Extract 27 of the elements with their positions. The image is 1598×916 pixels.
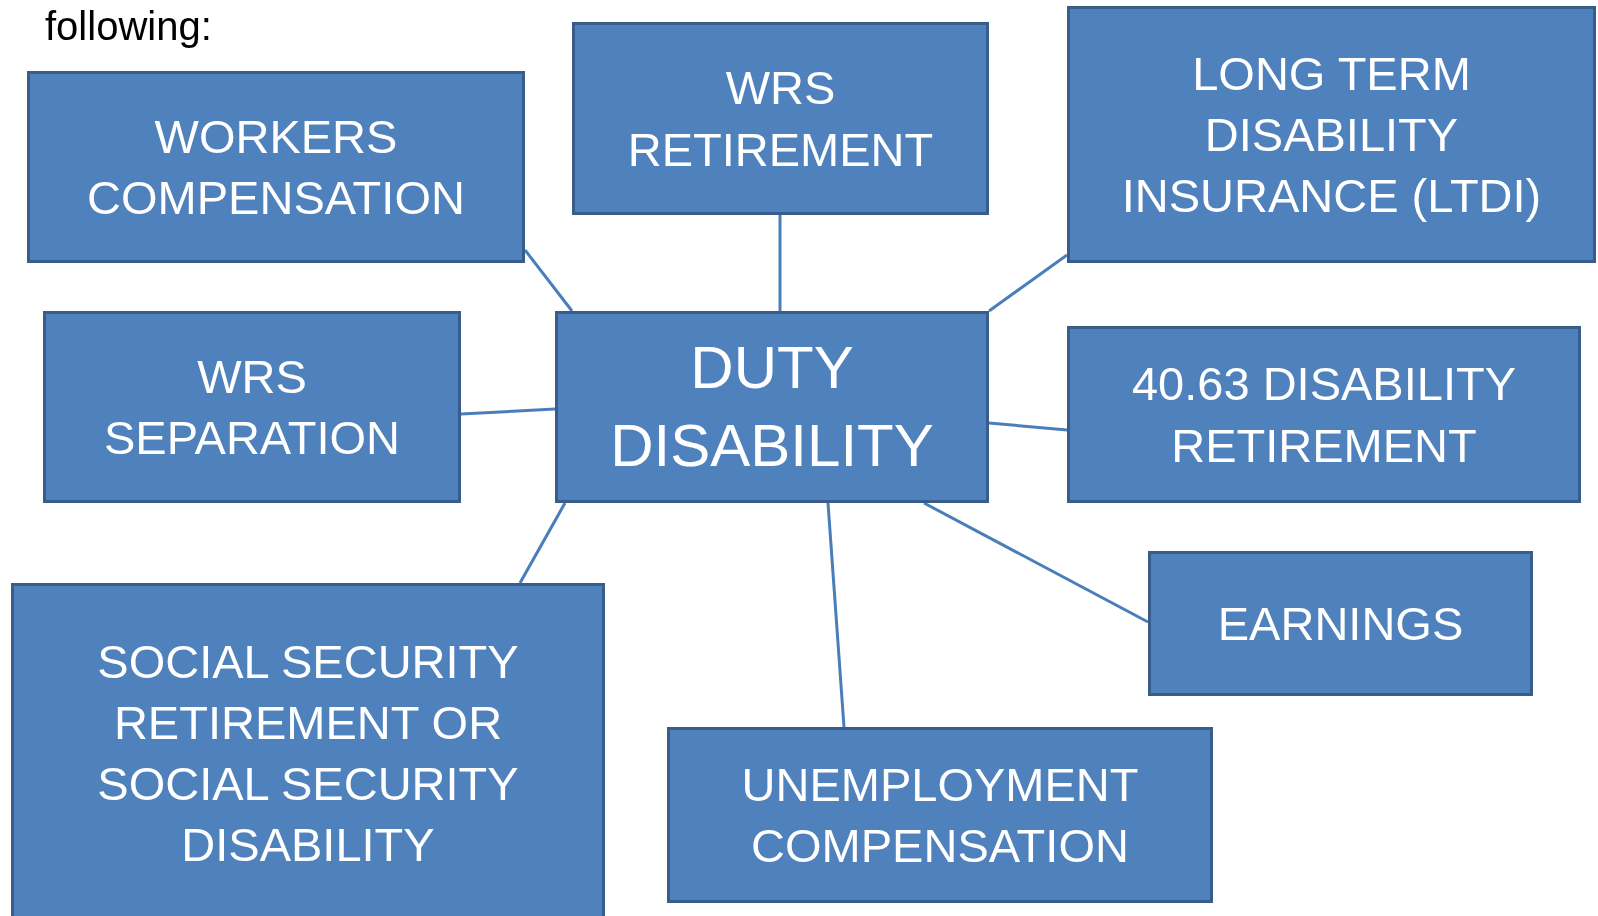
- box-label: WORKERS COMPENSATION: [86, 108, 466, 226]
- connector-line: [460, 407, 556, 416]
- connector-line: [523, 249, 574, 312]
- box-label: WRS RETIREMENT: [626, 60, 935, 178]
- topic-box: [1148, 551, 1533, 696]
- topic-box: [27, 71, 525, 263]
- connector-line: [988, 253, 1068, 313]
- connector-line: [826, 502, 846, 728]
- topic-box: [1067, 6, 1596, 263]
- box-label: DUTY DISABILITY: [609, 333, 935, 481]
- topic-box: [572, 22, 989, 215]
- heading-text: following:: [45, 4, 212, 49]
- connector-line: [923, 501, 1149, 624]
- box-label: WRS SEPARATION: [103, 348, 401, 466]
- topic-box: [555, 311, 989, 503]
- topic-box: [11, 583, 605, 916]
- box-label: UNEMPLOYMENT COMPENSATION: [740, 756, 1140, 874]
- box-label: SOCIAL SECURITY RETIREMENT OR SOCIAL SECURITY DISABILITY: [96, 633, 520, 874]
- topic-box: [667, 727, 1213, 903]
- topic-box: [43, 311, 461, 503]
- connector-line: [518, 502, 567, 584]
- connector-line: [778, 215, 782, 311]
- box-label: EARNINGS: [1217, 595, 1464, 652]
- box-label: 40.63 DISABILITY RETIREMENT: [1130, 356, 1517, 474]
- topic-box: [1067, 326, 1581, 503]
- box-label: LONG TERM DISABILITY INSURANCE (LTDI): [1120, 45, 1543, 225]
- connector-line: [988, 421, 1068, 432]
